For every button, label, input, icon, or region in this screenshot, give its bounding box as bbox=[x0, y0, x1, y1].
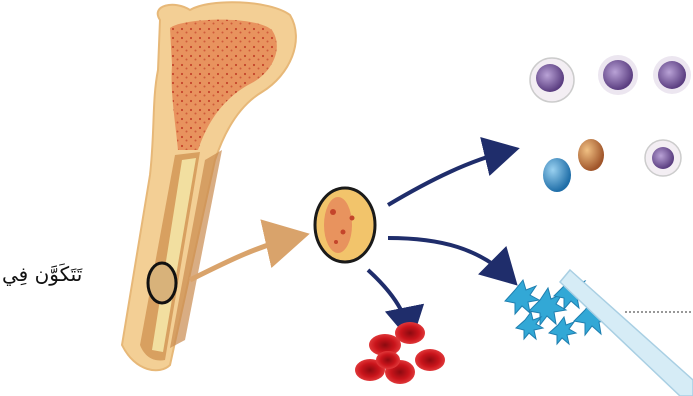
white-blood-cells-icon bbox=[530, 55, 691, 192]
caption-text: تَتَكَوَّن فِي bbox=[2, 262, 82, 286]
red-blood-cells-icon bbox=[355, 322, 445, 384]
marrow-highlight-ring bbox=[148, 263, 176, 303]
arrow-to-platelets bbox=[388, 238, 512, 280]
bone-icon bbox=[122, 2, 296, 370]
pipette-icon bbox=[560, 270, 693, 396]
arrow-to-stem-cell bbox=[190, 236, 300, 280]
arrow-to-white-cells bbox=[388, 150, 512, 205]
stem-cell-icon bbox=[315, 188, 375, 262]
